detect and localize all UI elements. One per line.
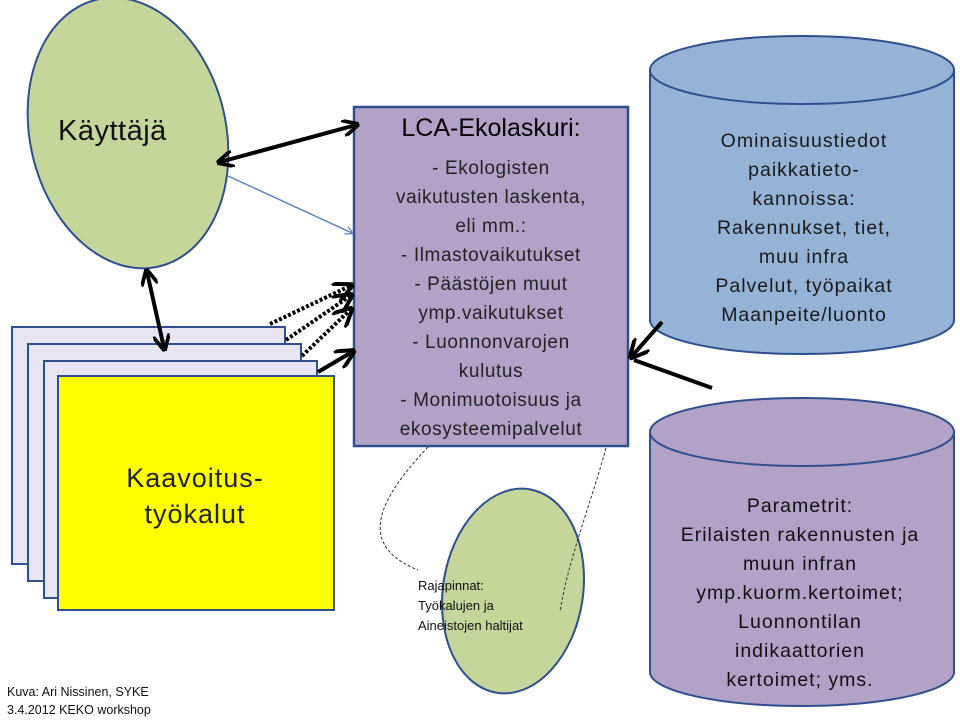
- interface-text: Rajapinnat: Työkalujen ja Aineistojen ha…: [418, 576, 578, 636]
- lca-line: kulutus: [458, 361, 524, 382]
- lca-line: - Luonnonvarojen: [412, 332, 570, 353]
- data-line: paikkatieto-: [748, 159, 860, 181]
- data-line: muu infra: [758, 246, 850, 268]
- param-cylinder: [649, 431, 955, 707]
- interface-link-left: [379, 446, 429, 571]
- param-line: ymp.kuorm.kertoimet;: [696, 582, 904, 604]
- data-line: Rakennukset, tiet,: [716, 217, 892, 239]
- arrow-lca-to-user: [220, 125, 356, 162]
- arrow-tools-to-lca: [316, 352, 352, 374]
- arrow-user-to-lca-blue: [227, 175, 352, 233]
- param-line: Luonnontilan: [738, 611, 862, 633]
- interface-line: Työkalujen ja: [418, 598, 494, 613]
- param-line: indikaattorien: [735, 640, 865, 662]
- user-ellipse: [26, 0, 230, 270]
- lca-line: - Ekologisten: [432, 158, 550, 179]
- data-line: Maanpeite/luonto: [721, 304, 887, 326]
- param-line: Parametrit:: [746, 495, 854, 517]
- data-cylinder-top: [649, 35, 955, 105]
- image-credit: Kuva: Ari Nissinen, SYKE 3.4.2012 KEKO w…: [7, 683, 151, 719]
- param-line: muun infran: [743, 553, 857, 575]
- lca-line: - Ilmastovaikutukset: [401, 245, 581, 266]
- data-cylinder: [649, 69, 955, 355]
- arrow-param-to-lca: [633, 358, 713, 390]
- tool-box-front: [57, 375, 335, 611]
- arrow-user-to-tools: [147, 272, 164, 348]
- lca-line: ekosysteemipalvelut: [399, 419, 583, 440]
- tools-label: Kaavoitus- työkalut: [60, 460, 330, 532]
- param-line: Erilaisten rakennusten ja: [680, 524, 920, 546]
- tools-label-line1: Kaavoitus-: [126, 463, 264, 493]
- lca-body: - Ekologisten vaikutusten laskenta, eli …: [358, 154, 624, 444]
- lca-line: - Monimuotoisuus ja: [400, 390, 582, 411]
- param-line: kertoimet; yms.: [726, 669, 874, 691]
- lca-line: - Päästöjen muut: [414, 274, 568, 295]
- data-line: kannoissa:: [752, 188, 856, 210]
- lca-line: vaikutusten laskenta,: [395, 187, 587, 208]
- data-line: Ominaisuustiedot: [720, 130, 888, 152]
- data-cylinder-text: Ominaisuustiedot paikkatieto- kannoissa:…: [654, 127, 954, 330]
- dotted-arrow-2: [284, 296, 350, 342]
- credit-line2: 3.4.2012 KEKO workshop: [7, 703, 151, 717]
- param-cylinder-top: [649, 397, 955, 467]
- lca-line: eli mm.:: [455, 216, 527, 237]
- lca-title: LCA-Ekolaskuri:: [401, 114, 581, 142]
- lca-line: ymp.vaikutukset: [418, 303, 564, 324]
- interface-line: Aineistojen haltijat: [418, 618, 523, 633]
- dotted-arrow-3: [300, 310, 350, 358]
- interface-link-right: [559, 447, 607, 613]
- data-line: Palvelut, työpaikat: [715, 275, 893, 297]
- tools-label-line2: työkalut: [144, 499, 246, 529]
- credit-line1: Kuva: Ari Nissinen, SYKE: [7, 685, 149, 699]
- lca-box: [352, 105, 630, 448]
- user-label: Käyttäjä: [58, 115, 167, 147]
- arrow-data-to-lca: [632, 320, 664, 356]
- interface-line: Rajapinnat:: [418, 578, 484, 593]
- interface-ellipse: [441, 487, 585, 695]
- param-cylinder-text: Parametrit: Erilaisten rakennusten ja mu…: [654, 492, 946, 695]
